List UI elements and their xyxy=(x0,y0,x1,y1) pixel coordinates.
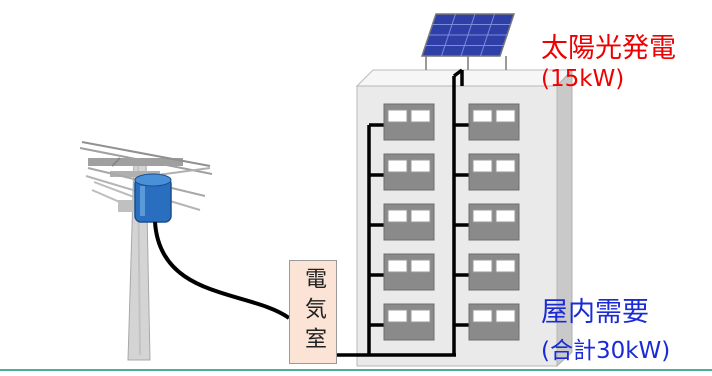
load-unit xyxy=(468,153,520,191)
electrical-room-label: 電気室 xyxy=(301,267,326,357)
indoor-demand-total-label: (合計30kW) xyxy=(541,338,671,364)
load-unit xyxy=(468,303,520,341)
indoor-demand-label: 屋内需要 xyxy=(541,297,649,328)
building-wiring xyxy=(337,68,469,357)
load-units xyxy=(383,103,520,341)
electrical-room-box: 電気室 xyxy=(289,260,337,364)
load-unit xyxy=(468,103,520,141)
load-unit xyxy=(383,203,435,241)
load-unit xyxy=(383,303,435,341)
load-unit xyxy=(468,203,520,241)
bottom-divider xyxy=(0,369,712,371)
solar-panel-icon xyxy=(420,13,516,70)
pole-transformer-icon xyxy=(134,173,172,223)
solar-power-label: 太陽光発電 xyxy=(541,33,676,64)
load-unit xyxy=(383,103,435,141)
load-unit xyxy=(383,253,435,291)
solar-capacity-label: (15kW) xyxy=(541,66,625,92)
load-unit xyxy=(468,253,520,291)
service-cable xyxy=(153,221,291,320)
load-unit xyxy=(383,153,435,191)
